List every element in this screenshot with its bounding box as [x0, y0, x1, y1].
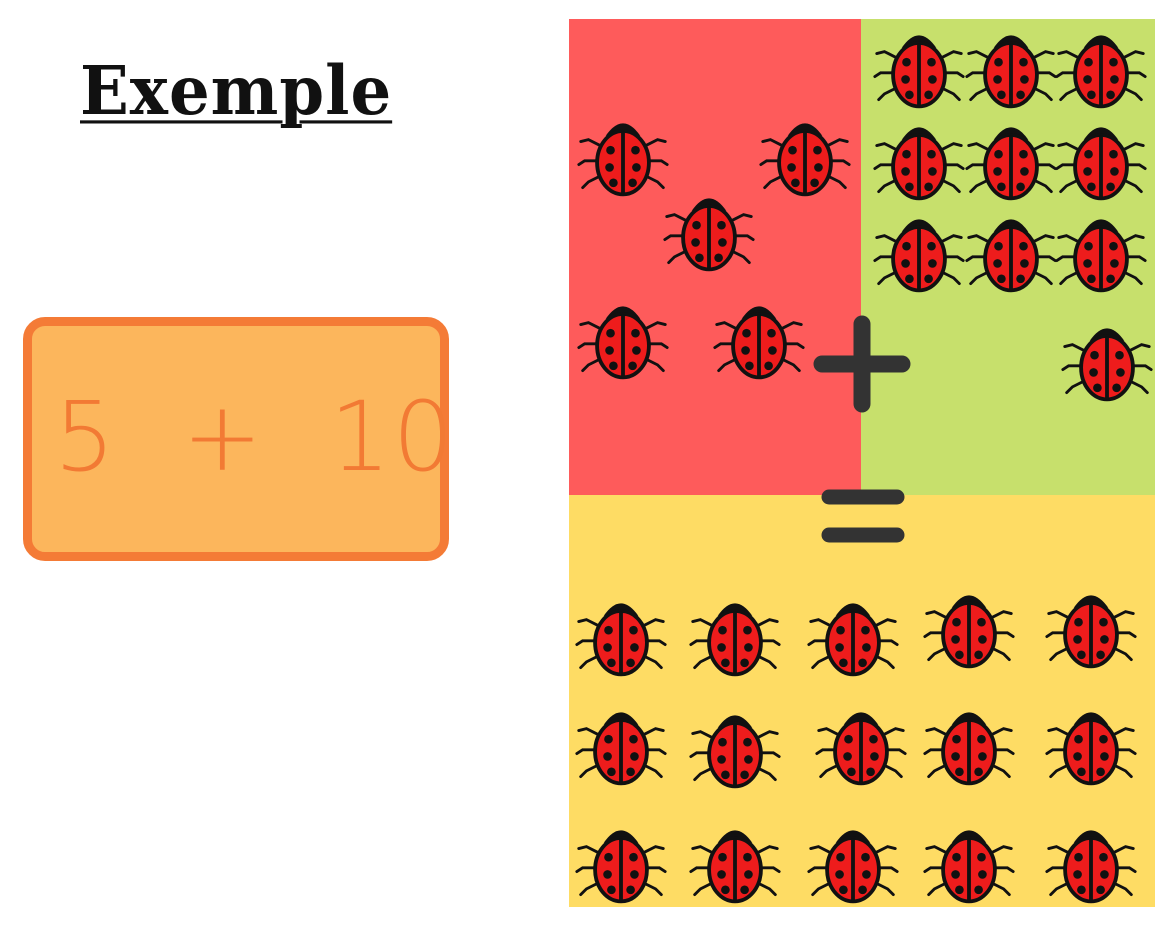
ladybug-icon	[1053, 203, 1149, 299]
ladybug-icon	[573, 814, 669, 910]
page-title: Exemple	[80, 52, 393, 131]
ladybug-icon	[687, 814, 783, 910]
ladybug-icon	[687, 587, 783, 683]
ladybug-icon	[1043, 696, 1139, 792]
ladybug-icon	[871, 111, 967, 207]
ladybug-icon	[921, 814, 1017, 910]
ladybug-icon	[711, 290, 807, 386]
ladybug-icon	[921, 696, 1017, 792]
ladybug-icon	[687, 699, 783, 795]
ladybug-icon	[573, 587, 669, 683]
ladybug-icon	[575, 107, 671, 203]
equals-icon	[821, 489, 905, 543]
ladybug-icon	[963, 203, 1059, 299]
ladybug-icon	[921, 579, 1017, 675]
ladybug-icon	[575, 290, 671, 386]
ladybug-icon	[963, 111, 1059, 207]
ladybug-icon	[573, 696, 669, 792]
ladybug-addition-board	[569, 19, 1155, 907]
ladybug-icon	[661, 182, 757, 278]
ladybug-icon	[1053, 111, 1149, 207]
ladybug-icon	[813, 696, 909, 792]
ladybug-icon	[1043, 814, 1139, 910]
expression-card: 5 + 10	[23, 317, 454, 561]
ladybug-icon	[871, 203, 967, 299]
ladybug-icon	[871, 19, 967, 115]
plus-icon	[813, 315, 911, 413]
ladybug-icon	[1053, 19, 1149, 115]
ladybug-icon	[805, 814, 901, 910]
ladybug-icon	[963, 19, 1059, 115]
ladybug-icon	[805, 587, 901, 683]
expression-text: 5 + 10	[54, 381, 456, 493]
ladybug-icon	[1059, 312, 1155, 408]
ladybugs-layer	[569, 19, 1155, 907]
ladybug-icon	[1043, 579, 1139, 675]
ladybug-icon	[757, 107, 853, 203]
